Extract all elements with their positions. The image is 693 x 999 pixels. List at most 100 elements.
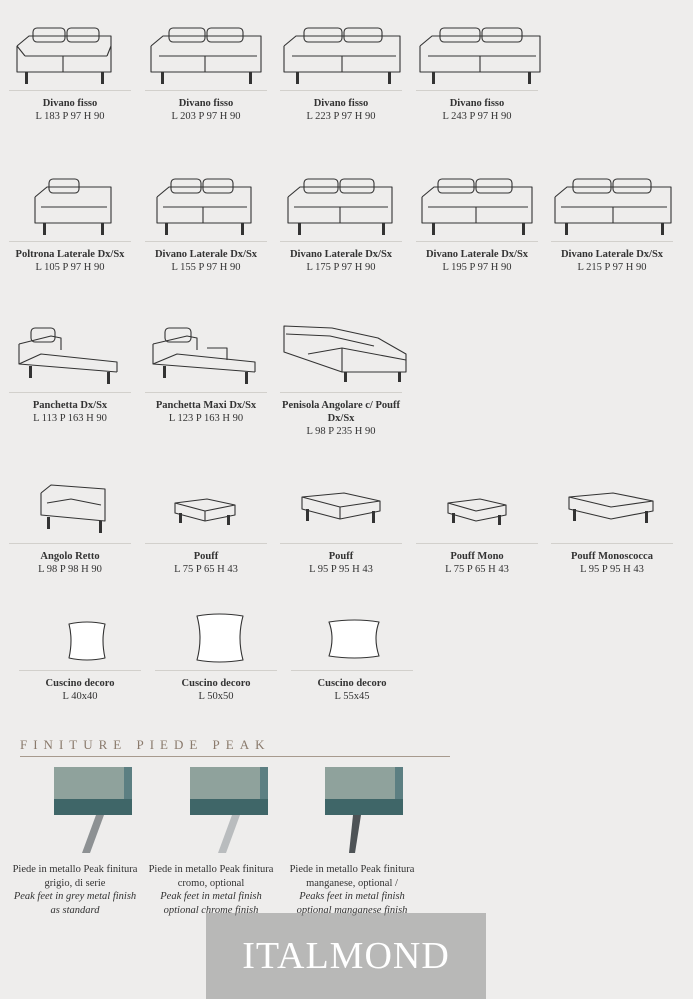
pouf-icon	[174, 498, 236, 525]
product-dims: L 95 P 95 H 43	[309, 564, 373, 575]
product-dims: L 195 P 97 H 90	[442, 262, 512, 273]
foot-manganese-photo	[325, 767, 403, 853]
cushion-icon	[68, 621, 106, 661]
divider	[291, 670, 413, 671]
product-dims: L 203 P 97 H 90	[171, 111, 241, 122]
product-dims: L 98 P 235 H 90	[306, 426, 376, 437]
pouf-icon	[301, 492, 381, 523]
product-divano-fisso-203: Divano fisso L 203 P 97 H 90	[141, 10, 271, 123]
product-name: Penisola Angolare c/ Pouff Dx/Sx	[282, 400, 400, 424]
product-dims: L 40x40	[62, 691, 98, 702]
finish-caption-it: Piede in metallo Peak finitura manganese…	[289, 864, 415, 889]
product-dims: L 223 P 97 H 90	[306, 111, 376, 122]
divider	[551, 241, 673, 242]
product-name: Cuscino decoro	[317, 678, 387, 689]
product-pouff-75: Pouff L 75 P 65 H 43	[141, 463, 271, 576]
divider	[145, 90, 267, 91]
armchair-icon	[34, 178, 112, 235]
foot-chrome-photo	[190, 767, 268, 853]
product-name: Divano fisso	[313, 98, 369, 109]
product-pouff-mono: Pouff Mono L 75 P 65 H 43	[412, 463, 542, 576]
finish-manganese: Piede in metallo Peak finitura manganese…	[287, 765, 417, 917]
sofa-icon	[150, 27, 262, 84]
finish-chrome: Piede in metallo Peak finitura cromo, op…	[146, 765, 276, 917]
finish-caption-it: Piede in metallo Peak finitura grigio, d…	[12, 864, 138, 889]
foot-shape	[218, 815, 240, 853]
product-pouff-monoscocca: Pouff Monoscocca L 95 P 95 H 43	[547, 463, 677, 576]
product-dims: L 75 P 65 H 43	[445, 564, 509, 575]
finish-caption-it: Piede in metallo Peak finitura cromo, op…	[148, 864, 274, 889]
corner-sofa-icon	[283, 325, 407, 382]
divider	[416, 543, 538, 544]
product-dims: L 123 P 163 H 90	[168, 413, 244, 424]
product-dims: L 98 P 98 H 90	[38, 564, 102, 575]
foot-grey-photo	[54, 767, 132, 853]
italmond-watermark: ITALMOND	[206, 913, 486, 999]
divider	[416, 90, 538, 91]
product-dims: L 175 P 97 H 90	[306, 262, 376, 273]
divider	[416, 241, 538, 242]
product-dims: L 113 P 163 H 90	[33, 413, 107, 424]
product-name: Cuscino decoro	[181, 678, 251, 689]
corner-icon	[40, 484, 106, 533]
finishes-divider	[20, 756, 450, 757]
product-divano-laterale-155: Divano Laterale Dx/Sx L 155 P 97 H 90	[141, 161, 271, 274]
product-divano-laterale-175: Divano Laterale Dx/Sx L 175 P 97 H 90	[276, 161, 406, 274]
product-name: Divano Laterale Dx/Sx	[425, 249, 529, 260]
product-name: Cuscino decoro	[45, 678, 115, 689]
cushion-icon	[328, 619, 380, 659]
product-dims: L 55x45	[334, 691, 370, 702]
divider	[145, 241, 267, 242]
sofa-icon	[16, 27, 112, 84]
divider	[145, 543, 267, 544]
product-name: Divano fisso	[42, 98, 98, 109]
divider	[155, 670, 277, 671]
sofa-icon	[419, 27, 541, 84]
finish-caption-en: Peak feet in metal finish optional chrom…	[160, 891, 262, 916]
product-dims: L 183 P 97 H 90	[35, 111, 105, 122]
divider	[9, 543, 131, 544]
product-name: Divano Laterale Dx/Sx	[560, 249, 664, 260]
divider	[280, 392, 402, 393]
product-divano-fisso-223: Divano fisso L 223 P 97 H 90	[276, 10, 406, 123]
product-divano-fisso-243: Divano fisso L 243 P 97 H 90	[412, 10, 542, 123]
chaise-icon	[18, 327, 118, 384]
product-dims: L 105 P 97 H 90	[35, 262, 105, 273]
divider	[9, 241, 131, 242]
divider	[280, 241, 402, 242]
product-name: Divano fisso	[178, 98, 234, 109]
foot-shape	[349, 815, 361, 853]
finish-grey: Piede in metallo Peak finitura grigio, d…	[10, 765, 140, 917]
product-divano-laterale-215: Divano Laterale Dx/Sx L 215 P 97 H 90	[547, 161, 677, 274]
product-dims: L 155 P 97 H 90	[171, 262, 241, 273]
pouf-icon	[568, 492, 654, 523]
product-panchetta: Panchetta Dx/Sx L 113 P 163 H 90	[5, 312, 135, 425]
product-dims: L 243 P 97 H 90	[442, 111, 512, 122]
sofa-icon	[287, 178, 393, 235]
product-dims: L 75 P 65 H 43	[174, 564, 238, 575]
divider	[280, 543, 402, 544]
sofa-icon	[421, 178, 533, 235]
product-pouff-95: Pouff L 95 P 95 H 43	[276, 463, 406, 576]
product-dims: L 95 P 95 H 43	[580, 564, 644, 575]
sofa-icon	[156, 178, 252, 235]
product-dims: L 215 P 97 H 90	[577, 262, 647, 273]
pouf-icon	[447, 498, 507, 525]
product-name: Poltrona Laterale Dx/Sx	[15, 249, 125, 260]
product-angolo-retto: Angolo Retto L 98 P 98 H 90	[5, 463, 135, 576]
divider	[19, 670, 141, 671]
product-name: Divano Laterale Dx/Sx	[154, 249, 258, 260]
product-divano-fisso-183: Divano fisso L 183 P 97 H 90	[5, 10, 135, 123]
product-cuscino-55: Cuscino decoro L 55x45	[287, 592, 417, 703]
product-name: Panchetta Dx/Sx	[32, 400, 108, 411]
sofa-icon	[283, 27, 401, 84]
product-panchetta-maxi: Panchetta Maxi Dx/Sx L 123 P 163 H 90	[141, 312, 271, 425]
product-name: Divano fisso	[449, 98, 505, 109]
finish-caption-en: Peaks feet in metal finish optional mang…	[296, 891, 408, 916]
cushion-icon	[196, 613, 244, 663]
divider	[145, 392, 267, 393]
finishes-title: FINITURE PIEDE PEAK	[20, 737, 271, 752]
finish-caption-en: Peak feet in grey metal finish as standa…	[13, 891, 137, 916]
product-name: Angolo Retto	[40, 551, 100, 562]
product-name: Pouff Monoscocca	[571, 551, 653, 562]
